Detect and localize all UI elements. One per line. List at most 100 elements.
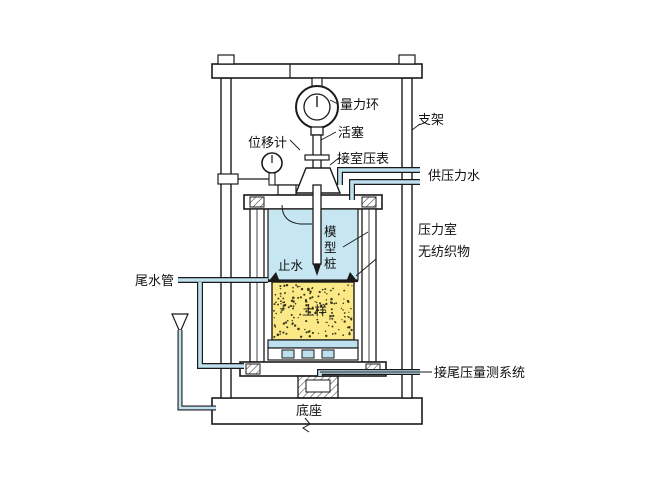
model-pile bbox=[312, 184, 322, 276]
soil-grain bbox=[290, 300, 293, 302]
label-displacement-gauge: 位移计 bbox=[248, 136, 287, 151]
soil-grain bbox=[285, 332, 288, 335]
label-model-pile-2: 型 bbox=[324, 240, 337, 255]
soil-grain bbox=[274, 325, 277, 328]
label-chamber-gauge: 接室压表 bbox=[337, 151, 389, 167]
soil-grain bbox=[305, 320, 308, 323]
soil-grain bbox=[279, 287, 282, 290]
soil-grain bbox=[292, 300, 295, 303]
label-tail-measure: 接尾压量测系统 bbox=[434, 365, 525, 381]
soil-grain bbox=[348, 331, 351, 334]
soil-grain bbox=[284, 291, 287, 294]
soil-grain bbox=[340, 307, 343, 310]
soil-grain bbox=[287, 306, 290, 309]
label-model-pile-1: 模 bbox=[324, 224, 337, 239]
soil-grain bbox=[273, 317, 275, 319]
soil-grain bbox=[338, 329, 340, 331]
soil-grain bbox=[276, 333, 280, 337]
soil-grain bbox=[280, 310, 282, 312]
soil-grain bbox=[348, 311, 350, 313]
soil-grain bbox=[331, 325, 334, 328]
soil-grain bbox=[321, 288, 324, 291]
soil-grain bbox=[277, 303, 279, 306]
soil-grain bbox=[333, 302, 336, 305]
soil-grain bbox=[334, 320, 336, 323]
soil-grain bbox=[342, 302, 345, 305]
soil-grain bbox=[307, 287, 310, 291]
soil-grain bbox=[299, 285, 301, 288]
stop-water-seals bbox=[268, 272, 358, 283]
label-nonwoven: 无纺织物 bbox=[418, 245, 470, 260]
soil-grain bbox=[325, 334, 328, 338]
soil-grain bbox=[293, 324, 297, 327]
label-stop-water: 止水 bbox=[278, 258, 304, 273]
label-force-ring: 量力环 bbox=[340, 98, 379, 113]
support-frame bbox=[211, 54, 423, 399]
soil-grain bbox=[324, 288, 327, 291]
soil-grain bbox=[283, 301, 286, 304]
label-piston: 活塞 bbox=[338, 125, 364, 141]
soil-grain bbox=[296, 285, 299, 288]
soil-grain bbox=[283, 284, 286, 287]
soil-grain bbox=[331, 333, 334, 335]
soil-grain bbox=[304, 328, 306, 331]
soil-grain bbox=[280, 300, 282, 303]
soil-grain bbox=[337, 293, 340, 296]
soil-grain bbox=[297, 296, 300, 299]
soil-grain bbox=[329, 314, 332, 318]
soil-grain bbox=[342, 309, 344, 311]
soil-grain bbox=[325, 299, 328, 301]
soil-grain bbox=[286, 326, 289, 329]
soil-grain bbox=[279, 285, 282, 288]
soil-grain bbox=[307, 330, 310, 333]
soil-grain bbox=[350, 317, 353, 320]
soil-grain bbox=[305, 310, 308, 313]
soil-grain bbox=[300, 287, 304, 291]
pressure-water-pipe bbox=[337, 167, 420, 200]
soil-grain bbox=[343, 312, 346, 314]
soil-grain bbox=[283, 303, 287, 307]
soil-grain bbox=[308, 335, 312, 338]
soil-grain bbox=[343, 289, 346, 292]
base-plate bbox=[211, 397, 423, 433]
soil-grain bbox=[330, 308, 333, 311]
soil-grain bbox=[322, 303, 325, 306]
soil-grain bbox=[299, 296, 303, 299]
chamber-top-cap bbox=[243, 167, 383, 210]
soil-grain bbox=[286, 319, 289, 322]
soil-grain bbox=[273, 324, 276, 327]
soil-grain bbox=[308, 307, 310, 310]
soil-grain bbox=[303, 293, 306, 296]
force-ring bbox=[295, 77, 339, 136]
soil-grain bbox=[341, 319, 343, 321]
label-base: 底座 bbox=[296, 403, 322, 419]
soil-grain bbox=[273, 309, 275, 312]
soil-grain bbox=[292, 307, 294, 310]
soil-grain bbox=[277, 297, 280, 300]
soil-grain bbox=[314, 301, 316, 303]
soil-grain bbox=[331, 311, 333, 314]
label-soil-sample: 土样 bbox=[302, 303, 327, 318]
soil-grain bbox=[326, 321, 328, 324]
soil-grain bbox=[335, 302, 338, 304]
displacement-gauge bbox=[217, 152, 300, 186]
soil-grain bbox=[308, 311, 312, 314]
soil-grain bbox=[297, 327, 300, 331]
soil-grain bbox=[348, 326, 351, 329]
soil-grain bbox=[324, 330, 327, 332]
soil-grain bbox=[309, 292, 312, 295]
soil-grain bbox=[332, 314, 335, 318]
soil-grain bbox=[295, 284, 298, 286]
soil-grain bbox=[291, 322, 294, 325]
soil-grain bbox=[299, 313, 302, 316]
soil-grain bbox=[311, 314, 313, 316]
soil-grain bbox=[297, 316, 299, 319]
soil-grain bbox=[321, 312, 323, 315]
soil-grain bbox=[351, 285, 353, 287]
chamber-walls bbox=[249, 208, 377, 363]
soil-grain bbox=[346, 299, 350, 303]
soil-grain bbox=[311, 296, 314, 299]
soil-grain bbox=[275, 312, 278, 315]
soil-grain bbox=[309, 330, 311, 332]
